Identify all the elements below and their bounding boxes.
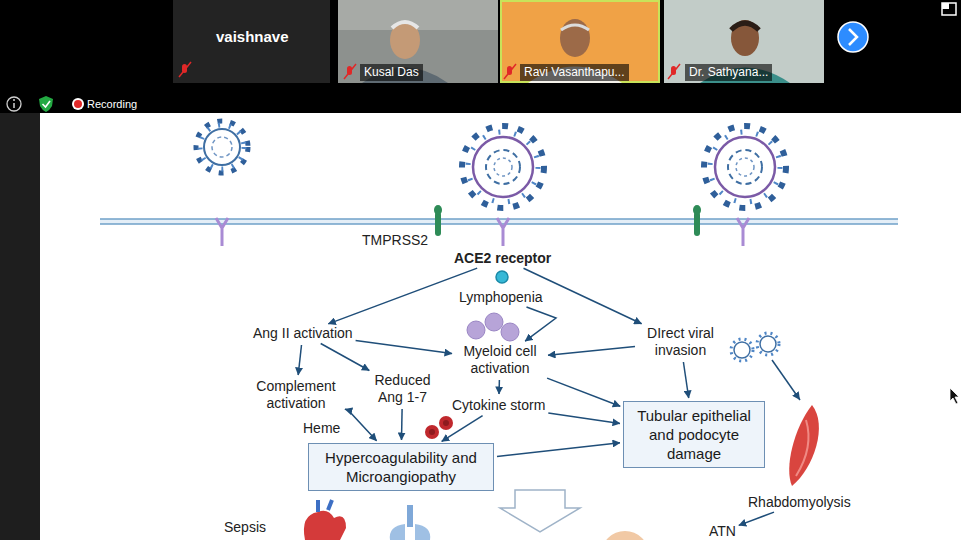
- flow-step: ATN: [709, 523, 736, 540]
- flow-arrow: [525, 307, 556, 341]
- status-text: Recording: [87, 97, 137, 111]
- flow-arrow: [356, 341, 452, 354]
- node-text: ACE2 receptor: [454, 250, 551, 266]
- process-box: Hypercoagulability and Microangiopathy: [308, 443, 494, 491]
- mouse-cursor: [950, 388, 959, 404]
- node-text: ATN: [709, 523, 736, 539]
- flow-step: Reduced Ang 1-7: [370, 372, 435, 406]
- node-text: Complement activation: [256, 378, 335, 411]
- flow-step: ACE2 receptor: [454, 250, 551, 267]
- flow-arrow: [739, 512, 774, 525]
- flow-arrow: [548, 347, 635, 356]
- flow-arrow: [401, 409, 403, 440]
- flow-arrow: [497, 443, 620, 457]
- flow-arrow: [547, 378, 620, 406]
- red-blood-cells: [425, 416, 453, 439]
- flow-arrow: [548, 413, 620, 424]
- video-tile: [500, 0, 660, 83]
- heart-figure: [304, 500, 346, 540]
- process-box: Tubular epithelial and podocyte damage: [623, 401, 765, 468]
- participant-name: Ravi Vasanthapu...: [520, 64, 629, 81]
- flow-step: Myeloid cell activation: [455, 343, 545, 377]
- virus-symbol: [704, 126, 786, 208]
- flow-step: Complement activation: [250, 378, 342, 412]
- node-text: Tubular epithelial and podocyte damage: [637, 407, 751, 462]
- lungs-figure: [390, 505, 430, 540]
- participant-name: vaishnave: [216, 28, 289, 46]
- top-bar: [0, 0, 961, 113]
- video-tile: [338, 0, 498, 83]
- hollow-arrow: [500, 490, 580, 532]
- flow-arrow: [298, 345, 301, 375]
- left-strip: [0, 113, 40, 540]
- virus-symbol: [462, 126, 544, 208]
- participant-name: Dr. Sathyana...: [685, 64, 772, 81]
- node-text: Rhabdomyolysis: [748, 494, 851, 510]
- flow-arrow: [683, 362, 688, 398]
- flow-arrow: [328, 268, 477, 324]
- flow-step: Rhabdomyolysis: [748, 494, 851, 511]
- node-text: Cytokine storm: [452, 397, 545, 413]
- myeloid-cells: [467, 313, 519, 341]
- head-figure: [601, 531, 649, 540]
- view-icon: [942, 3, 956, 15]
- info-icon: [7, 97, 21, 111]
- flow-step: Lymphopenia: [459, 289, 543, 306]
- flow-arrow: [442, 416, 483, 442]
- flow-step: Ang II activation: [253, 325, 353, 342]
- video-tile: [664, 0, 824, 83]
- muscle-figure: [789, 405, 819, 486]
- slide: [40, 113, 961, 540]
- video-tile: [173, 0, 330, 83]
- flow-step: Cytokine storm: [452, 397, 545, 414]
- flow-step: DIrect viral invasion: [638, 325, 723, 359]
- node-text: Ang II activation: [253, 325, 353, 341]
- participant-name: Kusal Das: [360, 64, 423, 81]
- node-text: Myeloid cell activation: [463, 343, 536, 376]
- next-button: [838, 22, 868, 52]
- virus-cluster: [731, 333, 779, 361]
- shield-icon: [39, 96, 53, 112]
- lymphocyte-dot: [496, 271, 508, 283]
- node-text: DIrect viral invasion: [647, 325, 714, 358]
- node-text: Hypercoagulability and Microangiopathy: [325, 449, 477, 485]
- ace2-receptor-symbol: [216, 218, 749, 246]
- diagram-label: Heme: [303, 420, 340, 437]
- virus-symbol: [196, 121, 248, 173]
- flow-arrow: [345, 409, 377, 441]
- node-text: Lymphopenia: [459, 289, 543, 305]
- diagram-label: Sepsis: [224, 519, 266, 536]
- tmprss2-symbol: [434, 205, 701, 236]
- leader-arrow: [772, 360, 800, 400]
- diagram-label: TMPRSS2: [362, 232, 428, 249]
- node-text: Reduced Ang 1-7: [374, 372, 430, 405]
- flow-arrow: [321, 344, 370, 371]
- flow-arrow: [498, 380, 500, 394]
- recording-dot: [72, 98, 84, 110]
